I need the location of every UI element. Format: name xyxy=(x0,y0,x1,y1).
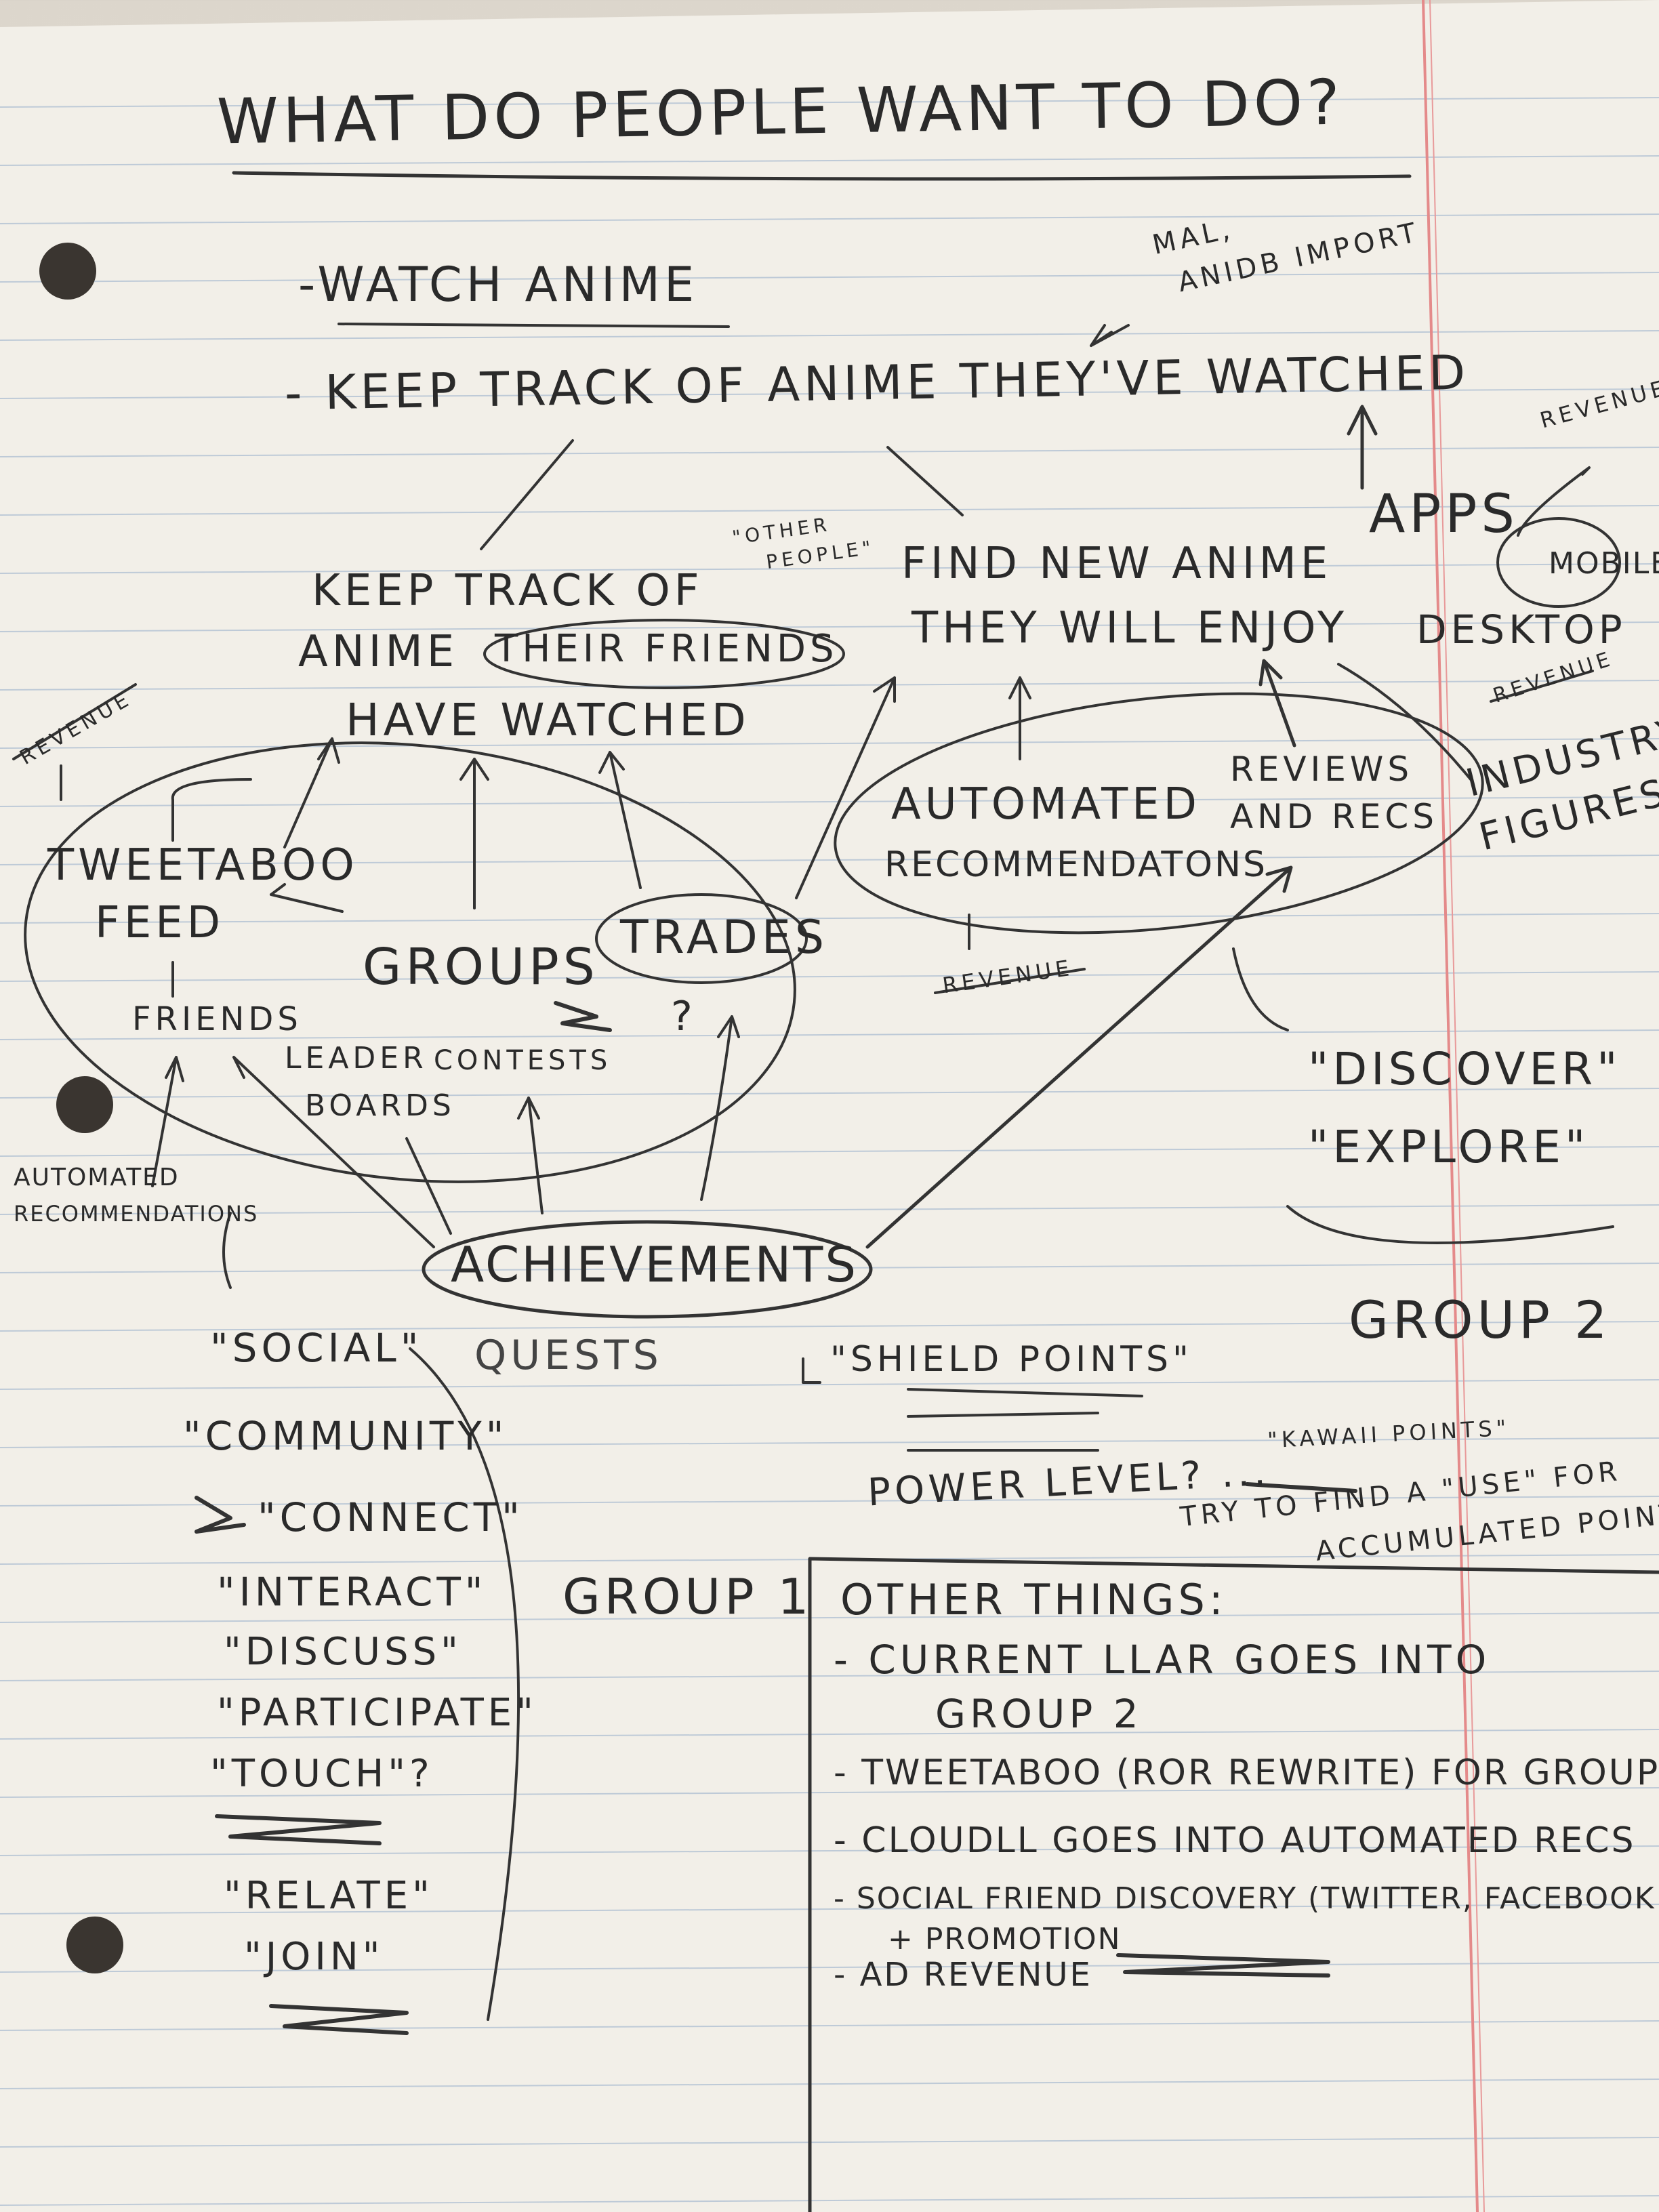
groups-label: GROUPS xyxy=(363,938,599,996)
ruled-line xyxy=(0,2078,1659,2089)
ruled-line xyxy=(0,855,1659,865)
group1-label: GROUP 1 xyxy=(562,1568,813,1625)
ruled-line xyxy=(0,447,1659,457)
shield-points-label: "SHIELD POINTS" xyxy=(830,1339,1193,1380)
word-list-item: "CONNECT" xyxy=(258,1494,524,1540)
ruled-line xyxy=(0,1204,1659,1215)
trades-question: ? xyxy=(671,993,697,1040)
ruled-line xyxy=(0,330,1659,341)
other-things-item: - CURRENT LLAR GOES INTO xyxy=(834,1637,1491,1683)
auto-recs-note-line1: AUTOMATED xyxy=(14,1164,180,1191)
ruled-line xyxy=(0,1612,1659,1623)
ruled-line xyxy=(0,1671,1659,1681)
automated-recs-line2: RECOMMENDATONS xyxy=(884,844,1267,885)
find-anime-line1: FIND NEW ANIME xyxy=(901,539,1332,589)
word-list: "SOCIAL" "COMMUNITY" "CONNECT" "INTERACT… xyxy=(183,1328,562,2006)
ruled-line xyxy=(0,738,1659,749)
ruled-line xyxy=(0,971,1659,982)
other-things-box: OTHER THINGS: - CURRENT LLAR GOES INTO G… xyxy=(834,1575,1659,2040)
word-list-item: "TOUCH"? xyxy=(210,1752,434,1796)
leaderboards-line2: BOARDS xyxy=(305,1088,455,1123)
word-list-item: "PARTICIPATE" xyxy=(217,1691,537,1735)
friends-watched-line2a: ANIME xyxy=(298,627,459,677)
ruled-line xyxy=(0,1729,1659,1740)
reviews-recs-line1: REVIEWS xyxy=(1230,750,1414,789)
other-things-item: - AD REVENUE xyxy=(834,1956,1092,1994)
ruled-line xyxy=(0,621,1659,632)
desktop-label: DESKTOP xyxy=(1416,607,1626,653)
other-things-item: - CLOUDLL GOES INTO AUTOMATED RECS xyxy=(834,1820,1636,1861)
group2-label: GROUP 2 xyxy=(1349,1290,1612,1350)
achievements-label: ACHIEVEMENTS xyxy=(451,1236,859,1293)
ruled-line xyxy=(0,505,1659,516)
ruled-line xyxy=(0,680,1659,691)
explore-label: "EXPLORE" xyxy=(1308,1121,1590,1173)
word-list-item: "SOCIAL" xyxy=(210,1325,423,1371)
punch-hole xyxy=(66,1917,123,1973)
trades-label: TRADES xyxy=(620,911,829,964)
word-list-item: "COMMUNITY" xyxy=(183,1413,508,1459)
margin-line xyxy=(1422,0,1479,2212)
ruled-line xyxy=(0,563,1659,574)
ruled-line xyxy=(0,388,1659,399)
ruled-lines xyxy=(0,97,1659,2206)
apps-label: APPS xyxy=(1369,484,1519,545)
word-list-item: "DISCUSS" xyxy=(224,1630,462,1674)
ruled-line xyxy=(0,913,1659,924)
ruled-line xyxy=(0,1496,1659,1507)
ruled-line xyxy=(0,796,1659,807)
ruled-line xyxy=(0,1845,1659,1856)
ruled-line xyxy=(0,1321,1659,1332)
other-things-item: - SOCIAL FRIEND DISCOVERY (TWITTER, FACE… xyxy=(834,1881,1656,1916)
ruled-line xyxy=(0,1263,1659,1273)
auto-recs-note-line2: RECOMMENDATIONS xyxy=(14,1201,259,1227)
ruled-line xyxy=(0,1437,1659,1448)
ruled-line xyxy=(0,1904,1659,1914)
other-things-item: GROUP 2 xyxy=(935,1691,1143,1737)
other-things-item: - TWEETABOO (ROR REWRITE) FOR GROUP 1 xyxy=(834,1753,1659,1793)
ruled-line xyxy=(0,1029,1659,1040)
ruled-line xyxy=(0,2020,1659,2031)
tweetaboo-feed-line1: TWEETABOO xyxy=(47,840,359,890)
word-list-item: "JOIN" xyxy=(244,1935,384,1979)
word-list-item: "INTERACT" xyxy=(217,1569,487,1615)
other-things-heading: OTHER THINGS: xyxy=(840,1575,1227,1624)
goal-watch-anime: -WATCH ANIME xyxy=(298,257,699,312)
ruled-line xyxy=(0,1146,1659,1157)
ruled-line xyxy=(0,1379,1659,1390)
punch-hole xyxy=(56,1076,113,1133)
mobile-label: MOBILE xyxy=(1549,546,1659,581)
ruled-line xyxy=(0,1787,1659,1798)
ruled-line xyxy=(0,2137,1659,2148)
other-things-item: + PROMOTION xyxy=(888,1922,1122,1957)
ruled-line xyxy=(0,2195,1659,2206)
find-anime-line2: THEY WILL ENJOY xyxy=(912,603,1349,653)
friends-watched-line1: KEEP TRACK OF xyxy=(312,566,703,616)
ruled-line xyxy=(0,155,1659,166)
tweetaboo-feed-line2: FEED xyxy=(95,898,224,948)
friends-watched-line2b: THEIR FRIENDS xyxy=(495,627,838,671)
punch-hole xyxy=(39,243,96,300)
word-list-item: "RELATE" xyxy=(224,1874,434,1918)
ruled-line xyxy=(0,97,1659,108)
reviews-recs-line2: AND RECS xyxy=(1230,797,1438,836)
contests-label: CONTESTS xyxy=(434,1045,612,1076)
page-title: WHAT DO PEOPLE WANT TO DO? xyxy=(216,66,1345,159)
ruled-line xyxy=(0,1962,1659,1973)
automated-recs-line1: AUTOMATED xyxy=(891,779,1201,830)
ruled-line xyxy=(0,272,1659,283)
quests-label: QUESTS xyxy=(474,1332,663,1379)
friends-watched-line3: HAVE WATCHED xyxy=(346,694,750,746)
discover-label: "DISCOVER" xyxy=(1308,1043,1622,1095)
leaderboards-line1: LEADER xyxy=(285,1041,428,1076)
margin-line-2 xyxy=(1429,0,1485,2212)
friends-label: FRIENDS xyxy=(132,1000,302,1038)
ruled-line xyxy=(0,213,1659,224)
